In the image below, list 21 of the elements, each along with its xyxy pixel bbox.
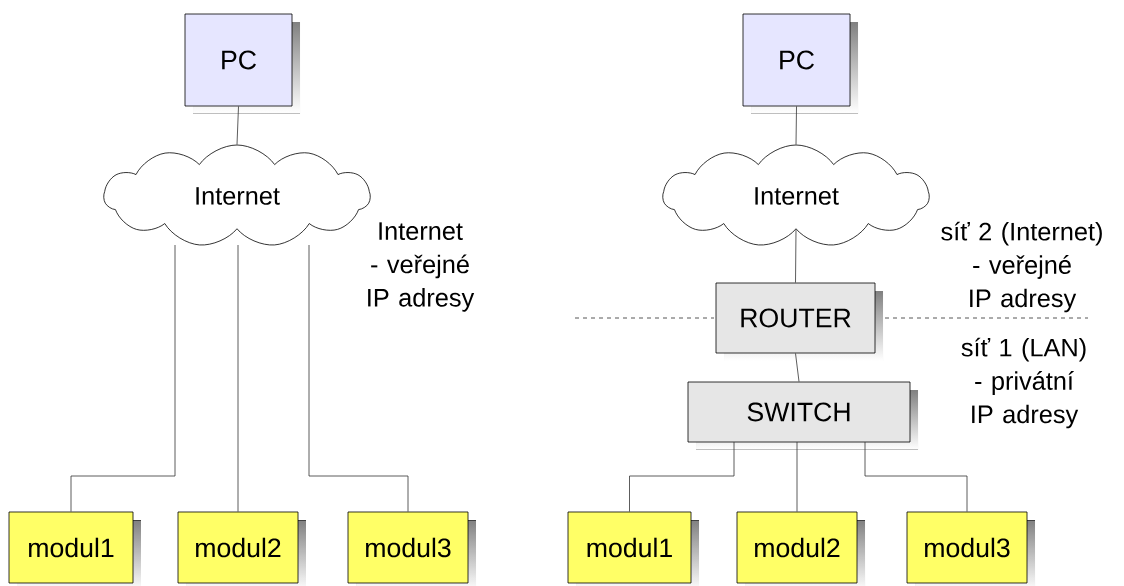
- connector-line: [308, 244, 409, 512]
- module-box: modul2: [177, 511, 306, 586]
- module-box: modul3: [906, 511, 1035, 586]
- module-box: modul1: [567, 511, 699, 586]
- module-box: modul2: [736, 511, 865, 586]
- connector-line: [795, 106, 797, 145]
- connector-line: [70, 244, 176, 512]
- annotation-text: síť 1 (LAN) - privátní IP adresy: [961, 337, 1086, 429]
- connector-line: [864, 441, 968, 512]
- annotation-text: síť 2 (Internet) - veřejné IP adresy: [941, 221, 1102, 313]
- connector-line: [795, 353, 800, 382]
- connector-line: [236, 106, 239, 145]
- computer-box: PC: [742, 13, 858, 114]
- device-box: SWITCH: [687, 381, 918, 450]
- connector-line: [629, 441, 735, 512]
- connector-line: [796, 441, 798, 512]
- module-box: modul3: [347, 511, 476, 586]
- annotation-text: Internet - veřejné IP adresy: [368, 222, 475, 312]
- device-box: ROUTER: [715, 282, 883, 361]
- module-box: modul1: [8, 511, 141, 586]
- computer-box: PC: [184, 13, 300, 114]
